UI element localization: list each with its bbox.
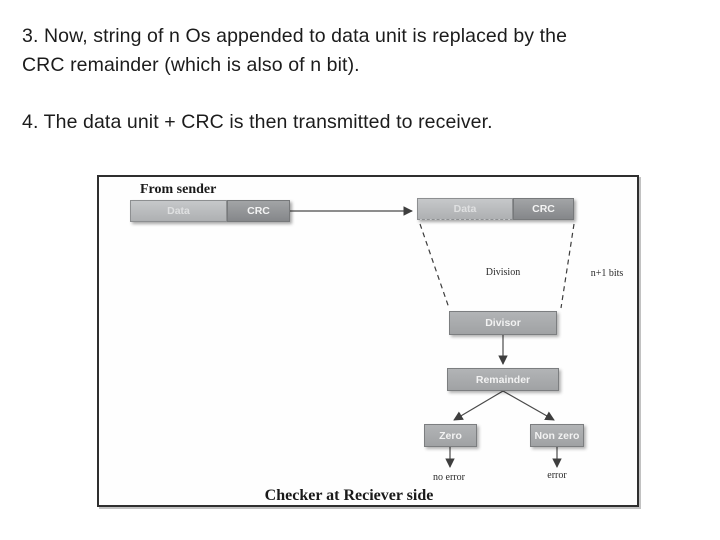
paragraph-4: 4. The data unit + CRC is then transmitt… xyxy=(22,111,493,133)
no-error-label: no error xyxy=(433,472,465,483)
receiver-data-unit-bar: Data CRC xyxy=(417,198,574,220)
from-sender-label: From sender xyxy=(140,182,217,197)
sender-data-unit-bar: Data CRC xyxy=(130,200,290,222)
non-zero-box: Non zero xyxy=(530,424,584,447)
paragraph-3-line-2: CRC remainder (which is also of n bit). xyxy=(22,54,360,76)
receiver-crc-segment: CRC xyxy=(513,198,574,220)
remainder-box: Remainder xyxy=(447,368,559,391)
sender-data-segment: Data xyxy=(130,200,227,222)
division-label: Division xyxy=(485,267,521,278)
diagram-caption: Checker at Reciever side xyxy=(264,487,434,504)
divisor-box: Divisor xyxy=(449,311,557,335)
sender-crc-segment: CRC xyxy=(227,200,290,222)
error-label: error xyxy=(547,470,567,481)
paragraph-3: 3. Now, string of n Os appended to data … xyxy=(22,22,567,80)
receiver-data-segment: Data xyxy=(417,198,513,220)
zero-box: Zero xyxy=(424,424,477,447)
connector-lines xyxy=(290,206,575,468)
crc-checker-diagram: From sender Data CRC Data CRC Division n… xyxy=(97,175,639,507)
n-plus-1-bits-label: n+1 bits xyxy=(590,268,624,279)
paragraph-3-line-1: 3. Now, string of n Os appended to data … xyxy=(22,25,568,47)
